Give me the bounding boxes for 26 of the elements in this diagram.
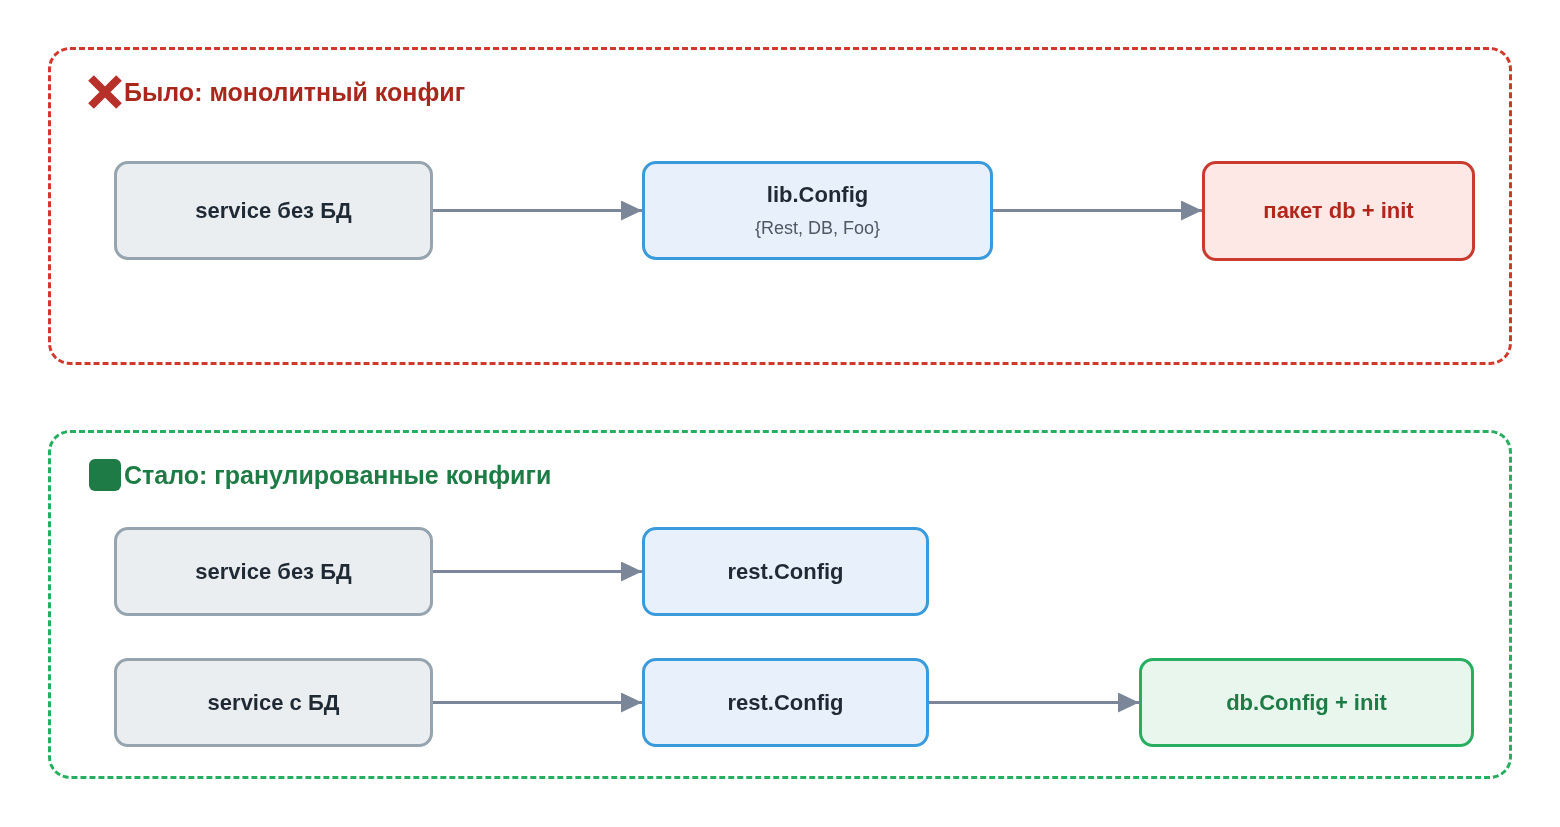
box-label: service без БД [195,197,352,224]
arrow [929,692,1139,713]
box-label: db.Config + init [1226,689,1387,716]
box-label: rest.Config [727,689,844,716]
process-box [642,658,929,747]
box-sublabel: {Rest, DB, Foo} [754,218,881,239]
box-label: lib.Config [766,182,869,208]
process-box [642,527,929,616]
process-box [642,161,993,260]
arrow [993,200,1202,221]
box-label: пакет db + init [1263,198,1414,224]
process-box [114,658,433,747]
process-box [1139,658,1474,747]
arrow [433,692,642,713]
group-heading: Стало: гранулированные конфиги [124,460,552,490]
arrow [433,200,642,221]
process-box [114,527,433,616]
group-panel [48,47,1512,365]
process-box [114,161,433,260]
box-label: service с БД [207,689,340,716]
process-box [1202,161,1475,261]
box-label: rest.Config [727,558,844,585]
arrow [433,561,642,582]
box-label: service без БД [195,558,352,585]
group-panel [48,430,1512,779]
group-heading: Было: монолитный конфиг [124,77,466,107]
